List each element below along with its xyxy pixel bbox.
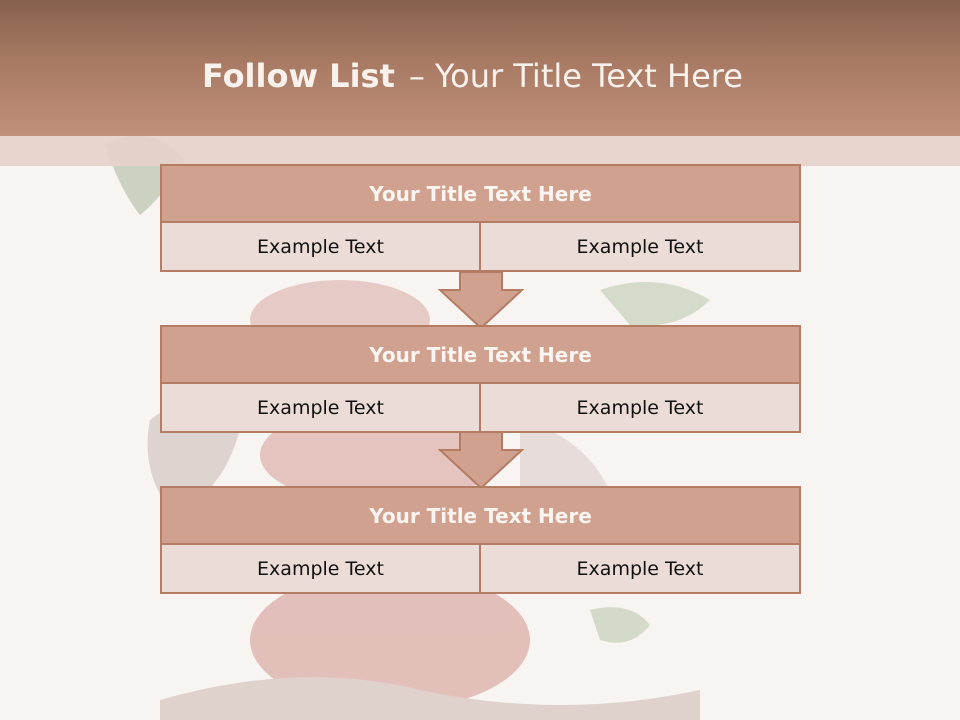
title-bar [0, 0, 960, 136]
step-title: Your Title Text Here [160, 486, 801, 545]
title-main: Follow List [202, 57, 395, 95]
step-cell-right: Example Text [479, 382, 801, 433]
step-box-1: Your Title Text Here Example Text Exampl… [160, 164, 801, 272]
step-cell-right: Example Text [479, 543, 801, 594]
step-cell-left: Example Text [160, 382, 481, 433]
step-title: Your Title Text Here [160, 325, 801, 384]
step-box-3: Your Title Text Here Example Text Exampl… [160, 486, 801, 594]
step-cell-left: Example Text [160, 543, 481, 594]
step-title: Your Title Text Here [160, 164, 801, 223]
down-arrow-icon [438, 432, 524, 490]
title-sub: Your Title Text Here [434, 57, 743, 95]
down-arrow-icon [438, 272, 524, 330]
step-cell-left: Example Text [160, 221, 481, 272]
title-dash: – [408, 57, 425, 95]
title-underline-band [0, 136, 960, 166]
page-title: Follow List–Your Title Text Here [202, 54, 743, 98]
step-cell-right: Example Text [479, 221, 801, 272]
step-box-2: Your Title Text Here Example Text Exampl… [160, 325, 801, 433]
